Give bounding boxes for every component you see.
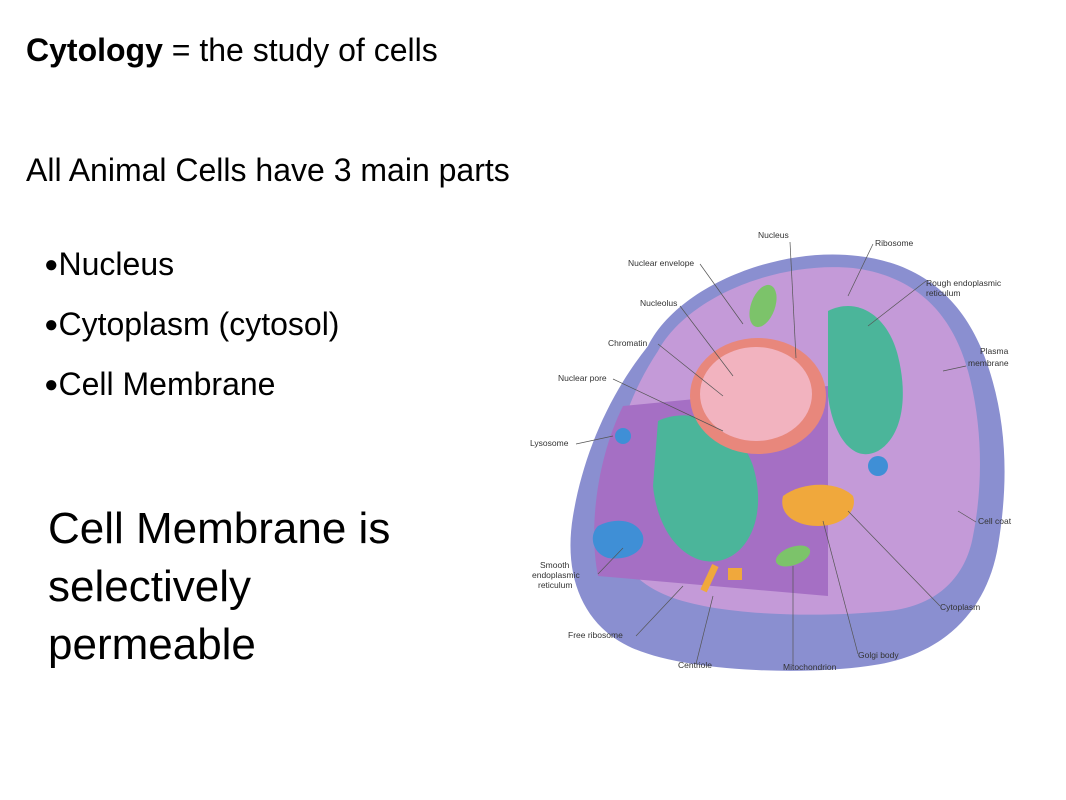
label-mitochondrion: Mitochondrion xyxy=(783,662,837,672)
label-smooth-er: endoplasmic xyxy=(532,570,580,580)
section-subtitle: All Animal Cells have 3 main parts xyxy=(26,152,510,188)
bullet-icon: ● xyxy=(44,311,59,338)
title-definition: = the study of cells xyxy=(162,32,438,68)
label-centriole: Centriole xyxy=(678,660,712,670)
list-item-label: Cell Membrane xyxy=(58,366,276,402)
mitochondrion-shape xyxy=(775,545,811,567)
bullet-icon: ● xyxy=(44,371,59,398)
animal-cell-diagram: Nucleus Ribosome Nuclear envelope Rough … xyxy=(530,230,1012,672)
list-item-label: Cytoplasm (cytosol) xyxy=(58,306,340,342)
label-nuclear-envelope: Nuclear envelope xyxy=(628,258,694,268)
centriole-shape xyxy=(700,564,719,593)
label-lysosome: Lysosome xyxy=(530,438,569,448)
centriole-shape xyxy=(728,568,742,580)
label-rough-er: reticulum xyxy=(926,288,960,298)
statement-line: Cell Membrane is xyxy=(48,504,391,553)
label-plasma-membrane: membrane xyxy=(968,358,1009,368)
label-smooth-er: Smooth xyxy=(540,560,570,570)
label-ribosome: Ribosome xyxy=(875,238,914,248)
lysosome-shape xyxy=(615,428,631,444)
label-nucleus: Nucleus xyxy=(758,230,789,240)
cell-parts-list: ●Nucleus ●Cytoplasm (cytosol) ●Cell Memb… xyxy=(44,234,339,414)
label-rough-er: Rough endoplasmic xyxy=(926,278,1002,288)
list-item: ●Nucleus xyxy=(44,234,339,294)
list-item-label: Nucleus xyxy=(58,246,175,282)
page-title: Cytology = the study of cells xyxy=(26,30,438,70)
label-chromatin: Chromatin xyxy=(608,338,647,348)
label-nuclear-pore: Nuclear pore xyxy=(558,373,607,383)
bullet-icon: ● xyxy=(44,251,59,278)
rough-er-shape xyxy=(828,306,903,455)
mitochondrion-shape xyxy=(749,284,777,328)
smooth-er-shape xyxy=(592,520,644,559)
title-term: Cytology xyxy=(26,32,163,68)
leader-lines xyxy=(575,241,977,666)
label-cell-coat: Cell coat xyxy=(978,516,1012,526)
lysosome-shape xyxy=(868,456,888,476)
list-item: ●Cell Membrane xyxy=(44,354,339,414)
label-plasma-membrane: Plasma xyxy=(980,346,1009,356)
label-nucleolus: Nucleolus xyxy=(640,298,677,308)
statement-line: permeable xyxy=(48,620,256,669)
label-free-ribosome: Free ribosome xyxy=(568,630,623,640)
golgi-shape xyxy=(782,484,854,526)
list-item: ●Cytoplasm (cytosol) xyxy=(44,294,339,354)
nucleus-core-shape xyxy=(700,347,812,441)
rough-er-shape xyxy=(653,415,759,562)
label-smooth-er: reticulum xyxy=(538,580,572,590)
label-golgi-body: Golgi body xyxy=(858,650,899,660)
label-cytoplasm: Cytoplasm xyxy=(940,602,980,612)
statement-line: selectively xyxy=(48,562,251,611)
membrane-statement: Cell Membrane is selectively permeable xyxy=(48,500,518,674)
